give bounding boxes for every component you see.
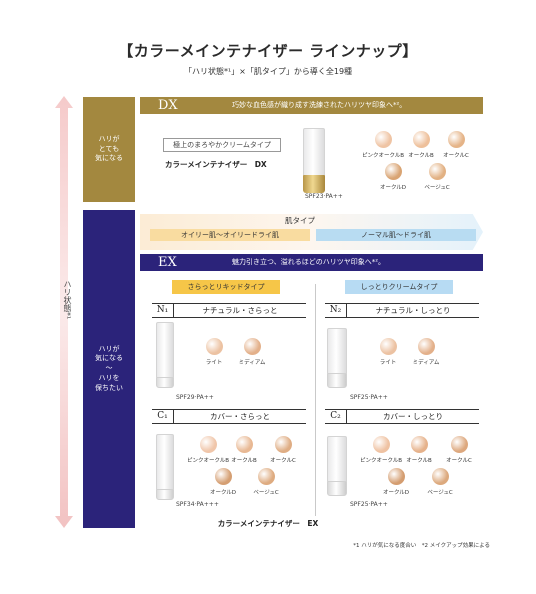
texture-liquid-label: さらっとリキッドタイプ — [172, 280, 280, 294]
ex-side-label: ハリが 気になる 〜 ハリを 保ちたい — [83, 210, 135, 528]
ex-n2-product-image — [327, 328, 347, 388]
ex-c2-product-image — [327, 436, 347, 496]
dx-side-line: とても — [98, 144, 120, 153]
ex-c2-shade-swatch — [411, 436, 428, 453]
ex-description: 魅力引き立つ、溢れるほどのハリツヤ印象へ*²。 — [232, 258, 386, 266]
dx-description: 巧妙な血色感が織り成す洗練されたハリツヤ印象へ*²。 — [232, 101, 407, 109]
ex-n2-shade-swatch — [418, 338, 435, 355]
page-subtitle: 「ハリ状態*¹」×「肌タイプ」から導く全19種 — [183, 67, 353, 76]
ex-c2-shade-swatch — [373, 436, 390, 453]
ex-c1-shade-swatch — [258, 468, 275, 485]
page-title: 【カラーメインテナイザー ラインナップ】 — [118, 42, 418, 60]
ex-c1-code: C₁ — [152, 410, 174, 423]
footnote: *1 ハリが気になる度合い *2 メイクアップ効果による — [353, 543, 490, 549]
ex-n1-shade-label: ミディアム — [238, 360, 266, 366]
ex-n2-shade-label: ライト — [379, 360, 397, 366]
dx-shade-swatch — [448, 131, 465, 148]
ex-c1-product-image — [156, 434, 174, 500]
dx-side-line: 気になる — [95, 154, 123, 163]
ex-band: EX 魅力引き立つ、溢れるほどのハリツヤ印象へ*²。 — [140, 254, 483, 271]
ex-c1-shade-swatch — [200, 436, 217, 453]
skin-type-title: 肌タイプ — [285, 216, 315, 225]
dx-side-label: ハリが とても 気になる — [83, 97, 135, 202]
ex-n1-shade-swatch — [206, 338, 223, 355]
ex-c1-shade-label: オークルB — [231, 458, 257, 464]
ex-c1-shade-swatch — [215, 468, 232, 485]
skin-type-oily: オイリー肌〜オイリードライ肌 — [150, 229, 310, 241]
ex-c2-shade-label: オークルD — [382, 490, 410, 496]
ex-product-name: カラーメインテナイザー EX — [217, 519, 319, 528]
ex-c2-shade-label: ベージュC — [427, 490, 453, 496]
dx-band: DX 巧妙な血色感が織り成す洗練されたハリツヤ印象へ*²。 — [140, 97, 483, 114]
ex-side-line: 保ちたい — [95, 383, 123, 392]
ex-c1-shade-label: ベージュC — [253, 490, 279, 496]
ex-n1-shade-swatch — [244, 338, 261, 355]
dx-shade-label: オークルB — [408, 153, 434, 159]
ex-n1-spf: SPF29·PA++ — [176, 394, 214, 401]
dx-shade-swatch — [375, 131, 392, 148]
dx-texture-tag: 極上のまろやかクリームタイプ — [163, 138, 281, 152]
ex-n2-shade-label: ミディアム — [412, 360, 440, 366]
ex-n2-shade-swatch — [380, 338, 397, 355]
double-arrow-icon — [55, 96, 73, 528]
ex-side-line: 〜 — [105, 364, 113, 373]
dx-shade-swatch — [413, 131, 430, 148]
ex-c1-shade-swatch — [236, 436, 253, 453]
ex-c2-shade-label: オークルB — [406, 458, 432, 464]
ex-c2-name: カバー・しっとり — [383, 412, 443, 421]
ex-c1-shade-swatch — [275, 436, 292, 453]
ex-n1-header: N₁ ナチュラル・さらっと — [152, 303, 306, 318]
ex-c2-header: C₂ カバー・しっとり — [325, 409, 479, 424]
ex-c1-name: カバー・さらっと — [210, 412, 270, 421]
ex-c1-shade-label: ピンクオークルB — [186, 458, 230, 464]
column-divider — [315, 284, 316, 516]
ex-c2-shade-swatch — [432, 468, 449, 485]
dx-shade-swatch — [385, 163, 402, 180]
dx-shade-label: オークルD — [379, 185, 407, 191]
ex-n2-code: N₂ — [325, 304, 347, 317]
skin-type-dry: ノーマル肌〜ドライ肌 — [316, 229, 476, 241]
texture-cream-label: しっとりクリームタイプ — [345, 280, 453, 294]
ex-n2-header: N₂ ナチュラル・しっとり — [325, 303, 479, 318]
ex-n2-name: ナチュラル・しっとり — [375, 306, 451, 315]
ex-c1-spf: SPF34·PA+++ — [176, 501, 219, 508]
ex-c2-code: C₂ — [325, 410, 347, 423]
ex-c1-shade-label: オークルD — [209, 490, 237, 496]
ex-n1-shade-label: ライト — [205, 360, 223, 366]
ex-c2-shade-label: オークルC — [446, 458, 472, 464]
dx-product-image — [303, 128, 325, 193]
axis-label: ハリ状態*¹ — [63, 280, 72, 320]
ex-c2-shade-label: ピンクオークルB — [359, 458, 403, 464]
dx-side-line: ハリが — [98, 134, 120, 143]
dx-shade-label: ベージュC — [424, 185, 450, 191]
dx-product-name: カラーメインテナイザー DX — [165, 160, 267, 169]
dx-shade-label: オークルC — [443, 153, 469, 159]
ex-side-line: ハリを — [98, 373, 120, 382]
ex-side-line: 気になる — [95, 354, 123, 363]
ex-side-line: ハリが — [98, 344, 120, 353]
ex-c1-shade-label: オークルC — [270, 458, 296, 464]
dx-spf: SPF23·PA++ — [305, 193, 343, 200]
ex-n1-product-image — [156, 322, 174, 388]
ex-c2-shade-swatch — [388, 468, 405, 485]
ex-n1-code: N₁ — [152, 304, 174, 317]
ex-c2-shade-swatch — [451, 436, 468, 453]
ex-c1-header: C₁ カバー・さらっと — [152, 409, 306, 424]
dx-shade-label: ピンクオークルB — [361, 153, 405, 159]
ex-n2-spf: SPF25·PA++ — [350, 394, 388, 401]
ex-n1-name: ナチュラル・さらっと — [202, 306, 278, 315]
ex-c2-spf: SPF25·PA++ — [350, 501, 388, 508]
dx-shade-swatch — [429, 163, 446, 180]
ex-code: EX — [158, 255, 177, 270]
dx-code: DX — [158, 98, 178, 113]
